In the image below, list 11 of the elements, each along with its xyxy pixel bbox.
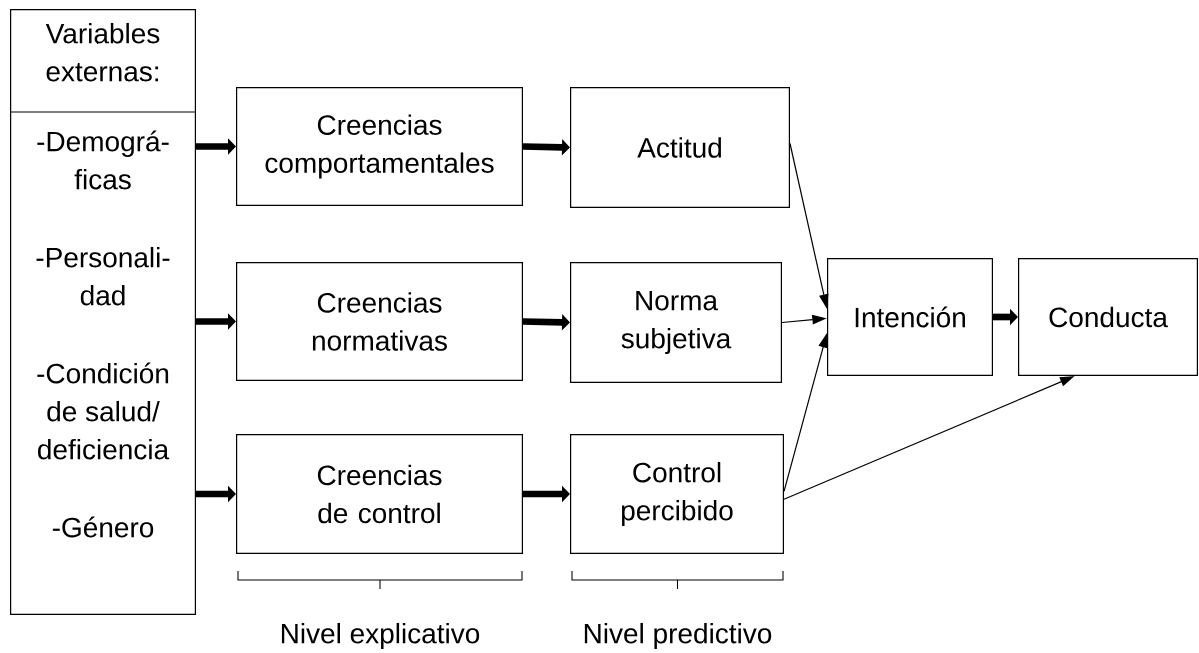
process-box: Intención	[827, 258, 993, 376]
variables-box: Variables externas: -Demográ- ficas -Personali- dad -Condición de salud/ deficiencia -Género	[10, 9, 196, 615]
process-box: Creencias normativas	[236, 262, 523, 381]
process-box: Creencias de control	[236, 434, 523, 554]
process-box: Creencias comportamentales	[236, 87, 523, 206]
process-box: Actitud	[570, 87, 790, 208]
process-box: Conducta	[1018, 258, 1198, 376]
process-box: Norma subjetiva	[570, 261, 782, 383]
process-box: Control percibido	[570, 434, 784, 554]
level-label: Nivel explicativo	[281, 622, 480, 650]
level-label: Nivel predictivo	[584, 622, 772, 650]
